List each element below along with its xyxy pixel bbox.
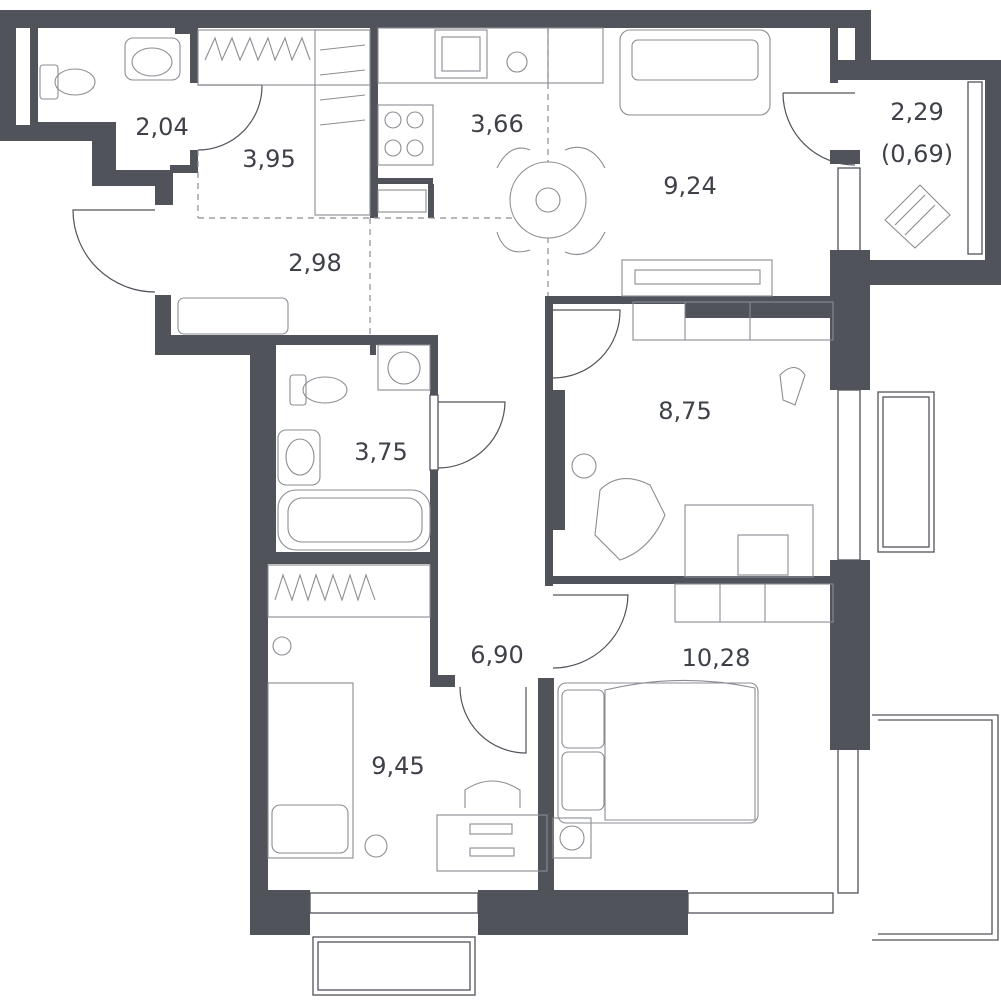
- room-area-kitchen: 3,66: [470, 110, 523, 138]
- entrance-bench: [177, 297, 289, 335]
- wardrobe-top: [197, 29, 371, 216]
- room-area-bedroom-large: 10,28: [682, 644, 751, 672]
- balconies: [312, 81, 999, 996]
- windows: [309, 167, 861, 914]
- walls: [0, 10, 1001, 935]
- room-area-kids-room: 9,45: [371, 752, 424, 780]
- room-area-wardrobe-corridor: 3,95: [242, 145, 295, 173]
- room-area-hallway: 6,90: [470, 641, 523, 669]
- kitchen-counters: [377, 27, 604, 213]
- room-labels: 2,04 3,95 3,66 9,24 2,29 (0,69) 2,98 3,7…: [135, 98, 953, 780]
- room-area-balcony-top-reduced: (0,69): [881, 140, 953, 168]
- wc-fixtures: [39, 37, 181, 100]
- room-area-living: 9,24: [663, 172, 716, 200]
- living-furniture: [619, 29, 773, 297]
- room-area-entrance-hall: 2,98: [288, 249, 341, 277]
- room-area-bathroom: 3,75: [354, 438, 407, 466]
- bedroom-large-furniture: [552, 583, 834, 859]
- bedroom-small-furniture: [571, 301, 834, 578]
- room-area-balcony-top: 2,29: [890, 98, 943, 126]
- kids-room-furniture: [267, 564, 548, 872]
- room-area-bedroom-small: 8,75: [658, 397, 711, 425]
- bathroom-fixtures: [277, 344, 431, 551]
- dining-set: [496, 146, 606, 256]
- balcony-chair: [884, 184, 951, 249]
- room-area-wc-small: 2,04: [135, 113, 188, 141]
